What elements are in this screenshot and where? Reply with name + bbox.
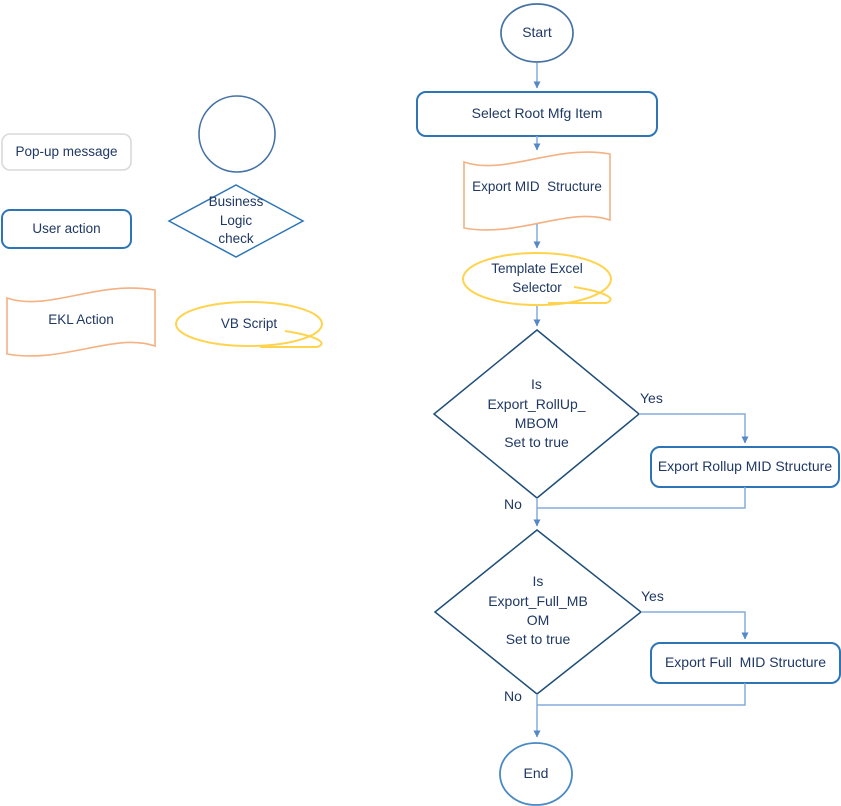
legend-user-action-shape xyxy=(1,209,132,249)
decision-full-diamond-shape xyxy=(433,529,643,695)
connector-decision1-yes xyxy=(639,413,749,444)
connector-full-return xyxy=(537,683,746,706)
legend-vb-script-tail-shape xyxy=(260,330,323,348)
template-excel-ellipse-shape xyxy=(462,252,612,306)
end-terminator-shape xyxy=(499,742,573,806)
export-mid-flag-shape xyxy=(463,151,611,231)
legend-decision-diamond-shape xyxy=(167,184,305,258)
export-rollup-rect-shape xyxy=(650,446,840,488)
legend-vb-script-ellipse-shape xyxy=(175,301,323,347)
select-root-rect-shape xyxy=(416,91,658,137)
decision-rollup-diamond-shape xyxy=(432,329,641,499)
connector-group xyxy=(533,63,749,738)
start-terminator-shape xyxy=(500,3,574,63)
legend-popup-shape xyxy=(1,133,132,171)
connector-decision2-yes xyxy=(641,611,749,640)
export-full-rect-shape xyxy=(650,642,841,684)
legend-ekl-action-flag-shape xyxy=(6,287,156,357)
connector-rollup-return xyxy=(537,487,746,509)
legend-circle-shape xyxy=(198,95,276,173)
template-excel-tail-shape xyxy=(548,286,612,304)
